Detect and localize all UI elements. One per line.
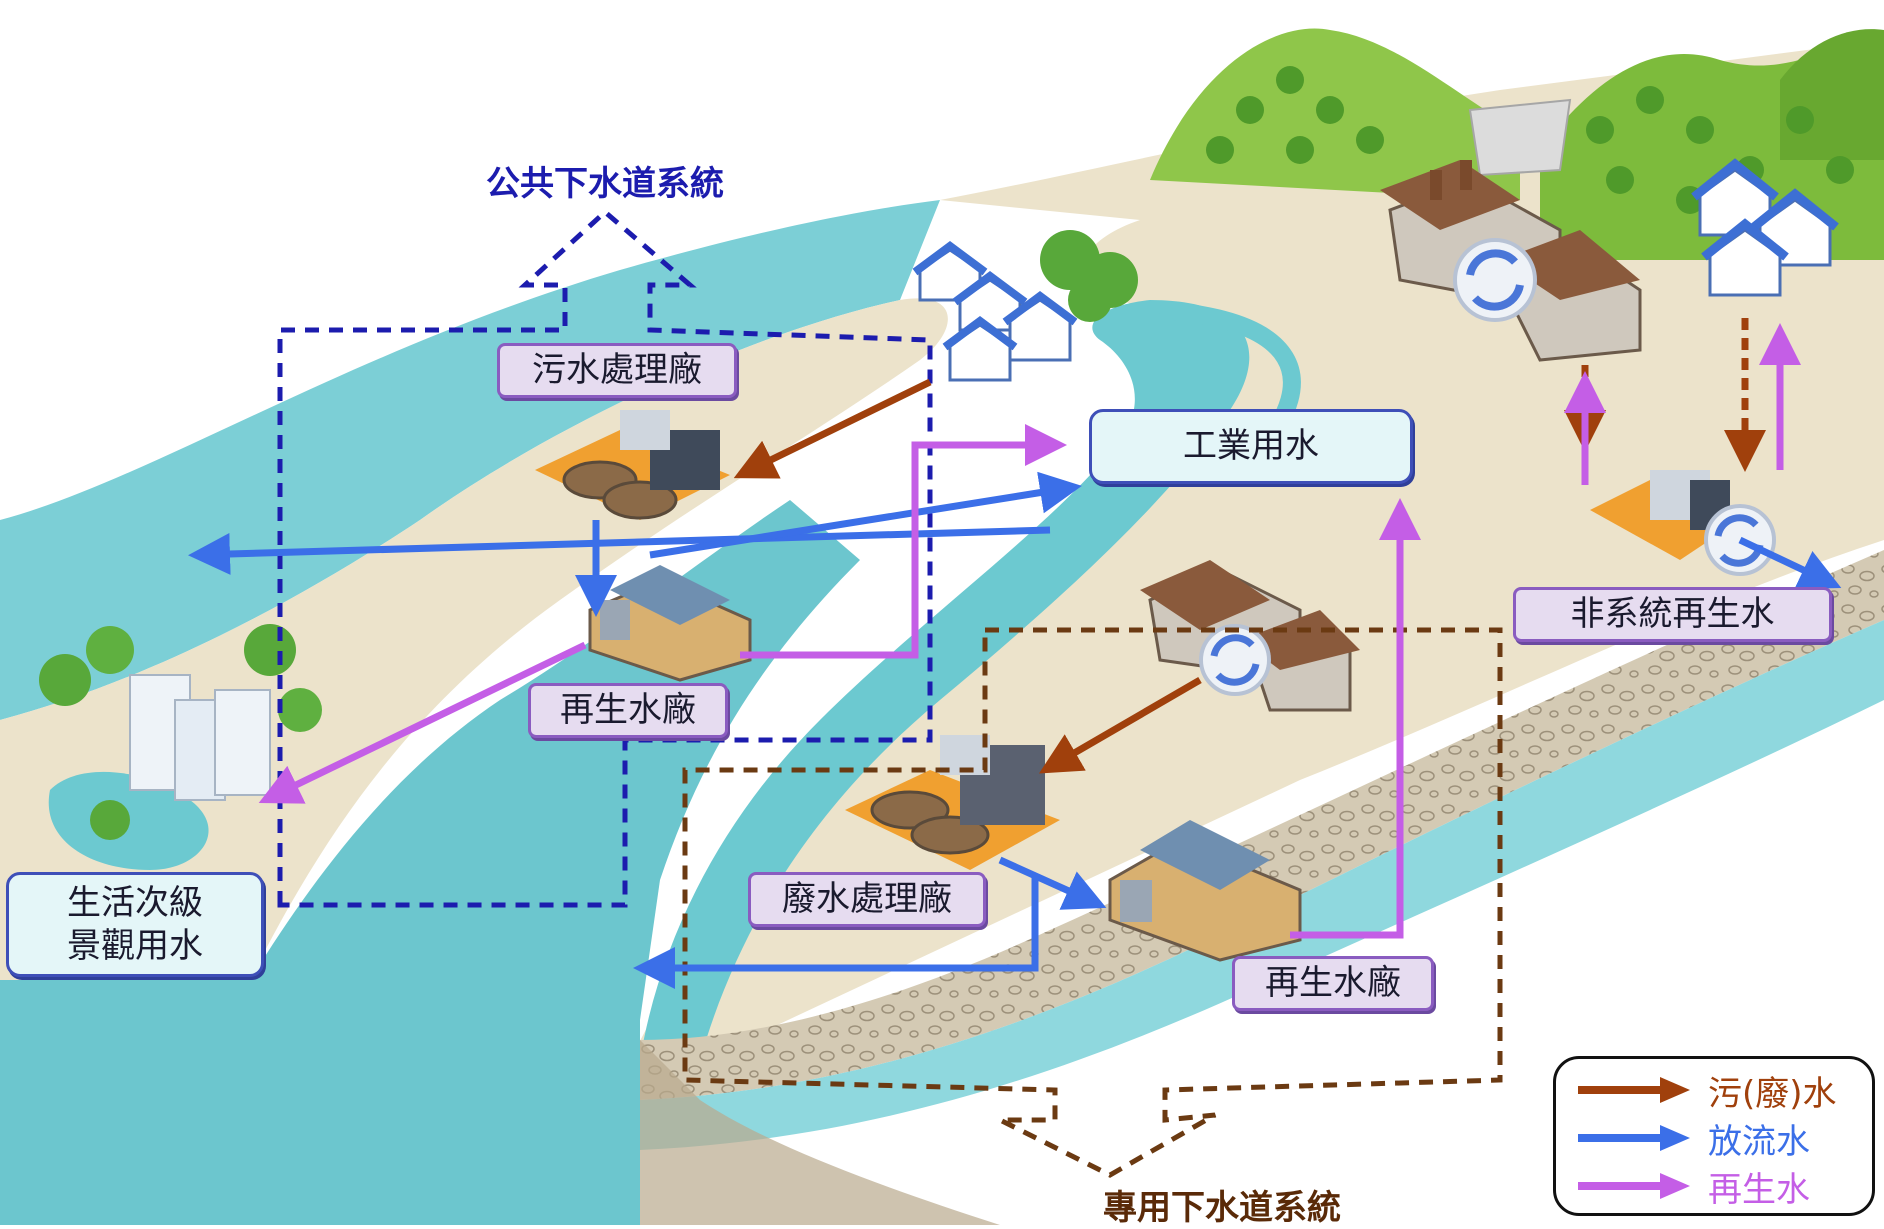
legend-label-reclaimed: 再生水 [1708,1169,1810,1210]
arrow-reclaimed-to-industrial [740,424,1067,659]
legend-item-effluent: 放流水 [1574,1117,1810,1162]
sewage-plant-icon [535,410,730,520]
houses-icon-center [912,241,1078,382]
reclaimed-plant-icon-2 [1108,820,1302,962]
arrow-effluent-to-river-left [188,526,1051,575]
arrow-reclaimed2-to-industrial [1290,498,1421,939]
trees-icon-center [1040,230,1138,322]
park-icon-left [39,624,322,870]
sewage-plant-label: 污水處理廠 [497,343,737,398]
legend-arrow-blue-icon [1578,1125,1690,1151]
legend-label-effluent: 放流水 [1708,1121,1810,1162]
legend-item-sewage: 污(廢)水 [1574,1069,1837,1114]
industrial-water-label: 工業用水 [1089,409,1413,484]
river-center [640,300,1250,1060]
private-sewer-title: 專用下水道系統 [1103,1188,1341,1228]
arrow-wastewater-to-reclaimed [998,856,1107,910]
domestic-label-line-1: 生活次級 [67,883,203,923]
river-front [640,620,1884,1150]
mountain-right-high [1780,29,1884,161]
soil-section [640,1040,1000,1225]
recycle-icon-top [1453,238,1537,322]
legend-item-reclaimed: 再生水 [1574,1165,1810,1210]
arrow-effluent-to-industrial [649,471,1082,559]
legend-label-sewage: 污(廢)水 [1708,1073,1837,1114]
houses-icon-right [1691,158,1839,297]
private-sewer-boundary [682,627,1503,1178]
recycle-icon-center [1199,624,1271,696]
wastewater-plant-label: 廢水處理廠 [748,872,986,927]
dam-icon [1468,98,1572,177]
public-sewer-boundary [277,208,933,908]
legend: 污(廢)水 放流水 再生水 [1553,1056,1875,1216]
arrow-non-system-to-river [1738,536,1842,589]
sea-bottom [0,500,860,1225]
legend-arrow-purple-icon [1578,1173,1690,1199]
reclaimed-plant-label-1: 再生水廠 [528,683,728,738]
public-sewer-title: 公共下水道系統 [486,164,724,204]
effluent-flow-arrows [188,471,1842,989]
reclaimed-flow-arrows [258,323,1801,939]
arrow-houses-to-sewage-plant [733,378,932,479]
domestic-landscape-label: 生活次級 景觀用水 [6,872,264,977]
arrow-wastewater-effluent-to-river [633,875,1039,989]
reclaimed-plant-icon-1 [588,565,752,682]
arrow-factory-to-wastewater-plant [1038,676,1202,774]
forest-trees [1206,66,1854,214]
reclaimed-plant-label-2: 再生水廠 [1232,956,1434,1011]
domestic-label-line-2: 景觀用水 [67,925,203,966]
arrow-reclaimed-to-domestic [258,641,587,804]
legend-arrow-brown-icon [1578,1077,1690,1103]
non-system-reclaimed-label: 非系統再生水 [1513,587,1832,642]
